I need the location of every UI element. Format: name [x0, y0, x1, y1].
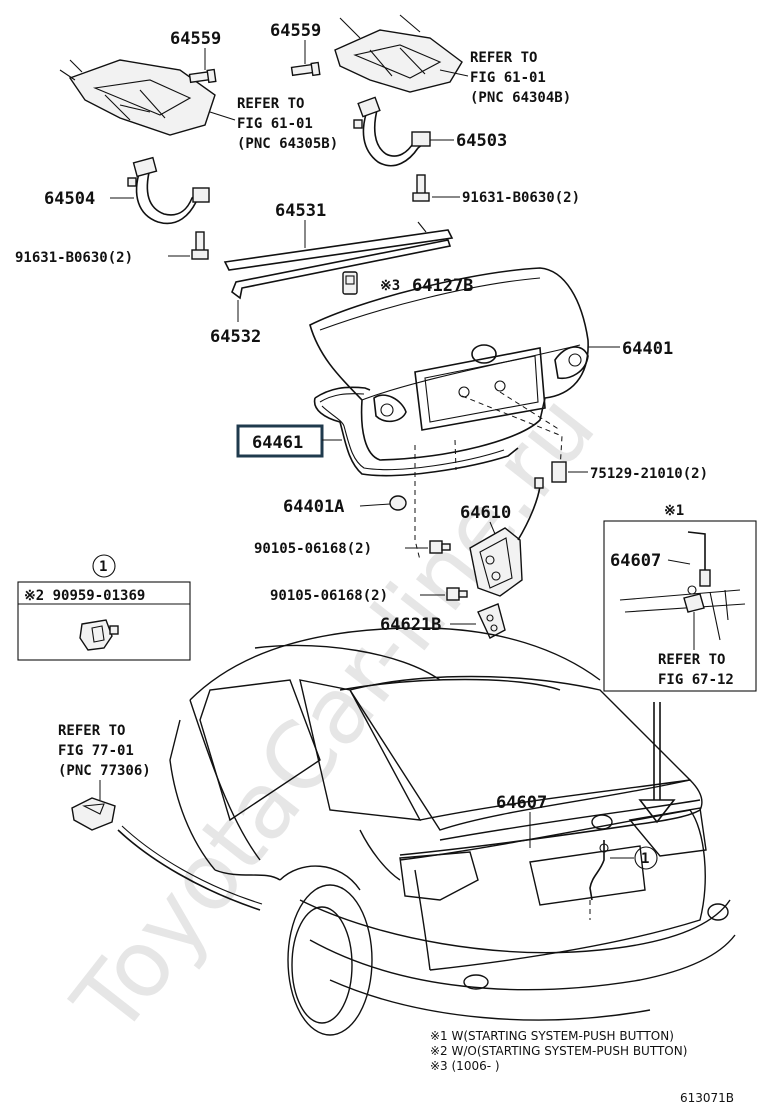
label-64607-inset: 64607 [610, 551, 661, 571]
lock-assembly-64610 [469, 477, 544, 597]
luggage-compartment-door-64401 [309, 267, 589, 461]
callout-box [17, 581, 191, 661]
ref-61-01-right-line3: (PNC 64304B) [470, 90, 571, 106]
label-64559-right: 64559 [270, 21, 321, 41]
ref-67-12-line1: REFER TO [658, 652, 725, 668]
hinge-mount-left [59, 59, 216, 136]
ref-67-12-line2: FIG 67-12 [658, 672, 734, 688]
note-1: ※1 W(STARTING SYSTEM-PUSH BUTTON) [430, 1029, 674, 1043]
weatherstrip-64461 [313, 386, 519, 477]
grommet-64401a [389, 495, 407, 511]
label-90105-upper: 90105-06168(2) [254, 541, 372, 557]
callout-circle-car [634, 846, 658, 870]
label-64532: 64532 [210, 327, 261, 347]
label-64531: 64531 [275, 201, 326, 221]
label-64127b-mark: ※3 [380, 278, 400, 294]
callout-number-car: 1 [641, 851, 649, 867]
opener-lever [71, 797, 263, 911]
weatherstrip-64607 [399, 809, 701, 856]
striker-64621b [477, 603, 506, 639]
note-3: ※3 (1006- ) [430, 1059, 500, 1073]
ref-61-01-right-line1: REFER TO [470, 50, 537, 66]
highlight-box-64461 [236, 424, 324, 458]
bolt-91631-right [412, 174, 430, 202]
label-64607-main: 64607 [496, 793, 547, 813]
label-64504: 64504 [44, 189, 95, 209]
label-64503: 64503 [456, 131, 507, 151]
hinge-64504 [127, 156, 210, 225]
label-64559-left: 64559 [170, 29, 221, 49]
clip-64127b [342, 271, 358, 295]
callout-box-circle [92, 554, 116, 578]
cushion-75129 [551, 461, 567, 483]
label-64461: 64461 [252, 433, 303, 453]
bolt-90105-lower [446, 587, 468, 601]
bolt-64559-right [290, 61, 321, 77]
inset-cable-connector [619, 531, 746, 641]
switch-90959 [79, 619, 119, 651]
torsion-bar-64532 [231, 239, 452, 300]
ref-61-01-right-line2: FIG 61-01 [470, 70, 546, 86]
bolt-91631-left [191, 231, 209, 260]
hinge-64503 [353, 96, 431, 167]
label-64610: 64610 [460, 503, 511, 523]
ref-61-01-left-line1: REFER TO [237, 96, 304, 112]
torsion-bar-64531 [223, 221, 454, 271]
hinge-mount-right [334, 14, 463, 93]
label-64401: 64401 [622, 339, 673, 359]
inset-panel [603, 520, 757, 692]
label-64621b: 64621B [380, 615, 441, 635]
label-90105-lower: 90105-06168(2) [270, 588, 388, 604]
callout-box-number: 1 [99, 559, 107, 575]
label-91631-right: 91631-B0630(2) [462, 190, 580, 206]
label-64127b: 64127B [412, 276, 473, 296]
label-75129: 75129-21010(2) [590, 466, 708, 482]
ref-77-01-line1: REFER TO [58, 723, 125, 739]
callout-box-item: ※2 90959-01369 [24, 588, 145, 604]
inset-arrow [638, 702, 676, 824]
release-cable [589, 840, 609, 920]
note-2: ※2 W/O(STARTING SYSTEM-PUSH BUTTON) [430, 1044, 687, 1058]
ref-61-01-left-line2: FIG 61-01 [237, 116, 313, 132]
bolt-64559-left [188, 68, 217, 84]
vehicle-rear-view [169, 627, 736, 1036]
label-91631-left: 91631-B0630(2) [15, 250, 133, 266]
ref-61-01-left-line3: (PNC 64305B) [237, 136, 338, 152]
inset-mark: ※1 [664, 503, 684, 519]
ref-77-01-line3: (PNC 77306) [58, 763, 151, 779]
bolt-90105-upper [429, 540, 451, 554]
figure-code: 613071B [680, 1091, 734, 1105]
ref-77-01-line2: FIG 77-01 [58, 743, 134, 759]
label-64401a: 64401A [283, 497, 344, 517]
